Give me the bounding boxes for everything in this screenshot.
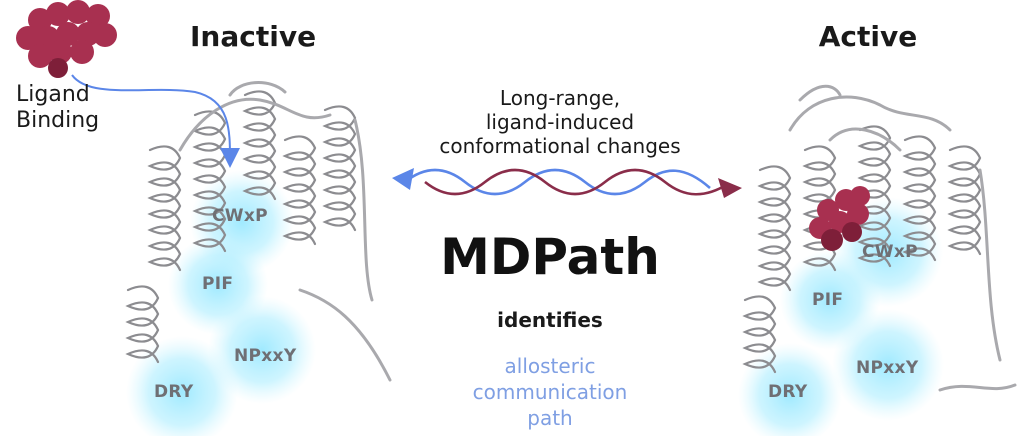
- conformational-change-waves: [392, 168, 742, 198]
- active-motif-npxxy: NPxxY: [856, 358, 919, 378]
- inactive-motif-npxxy: NPxxY: [234, 346, 297, 366]
- inactive-motif-pif: PIF: [202, 274, 234, 294]
- result-text-line2: communication: [472, 380, 628, 404]
- ligand-label-line2: Binding: [16, 108, 100, 133]
- inactive-dry-glow: [126, 336, 238, 436]
- inactive-helices: [125, 90, 357, 364]
- result-text-line1: allosteric: [504, 354, 596, 378]
- active-motif-dry: DRY: [768, 382, 808, 402]
- changes-text-line2: ligand-induced: [485, 110, 635, 134]
- inactive-title: Inactive: [190, 20, 317, 53]
- inactive-motif-cwxp: CWxP: [212, 206, 268, 226]
- active-motif-cwxp: CWxP: [862, 242, 918, 262]
- ligand-label-line1: Ligand: [16, 82, 90, 107]
- changes-text-line1: Long-range,: [499, 86, 621, 110]
- active-motif-pif: PIF: [812, 290, 844, 310]
- active-loops: [788, 84, 1017, 392]
- inactive-receptor: [125, 81, 392, 436]
- red-arrowhead-right: [718, 178, 742, 198]
- ligand-molecule-left: [16, 0, 117, 78]
- active-receptor: [738, 84, 1017, 436]
- blue-arrowhead-left: [392, 168, 414, 190]
- changes-text-line3: conformational changes: [439, 134, 681, 158]
- identifies-text: identifies: [497, 308, 603, 332]
- ligand-binding-arrow: [71, 74, 240, 168]
- result-text-line3: path: [527, 406, 573, 430]
- active-npxxy-glow: [832, 309, 944, 421]
- active-title: Active: [818, 20, 918, 53]
- inactive-motif-dry: DRY: [154, 382, 194, 402]
- red-wave: [424, 168, 729, 196]
- blue-wave: [404, 168, 711, 196]
- inactive-loops: [178, 81, 392, 382]
- ligand-molecule-right: [809, 186, 870, 251]
- tool-name: MDPath: [440, 228, 660, 286]
